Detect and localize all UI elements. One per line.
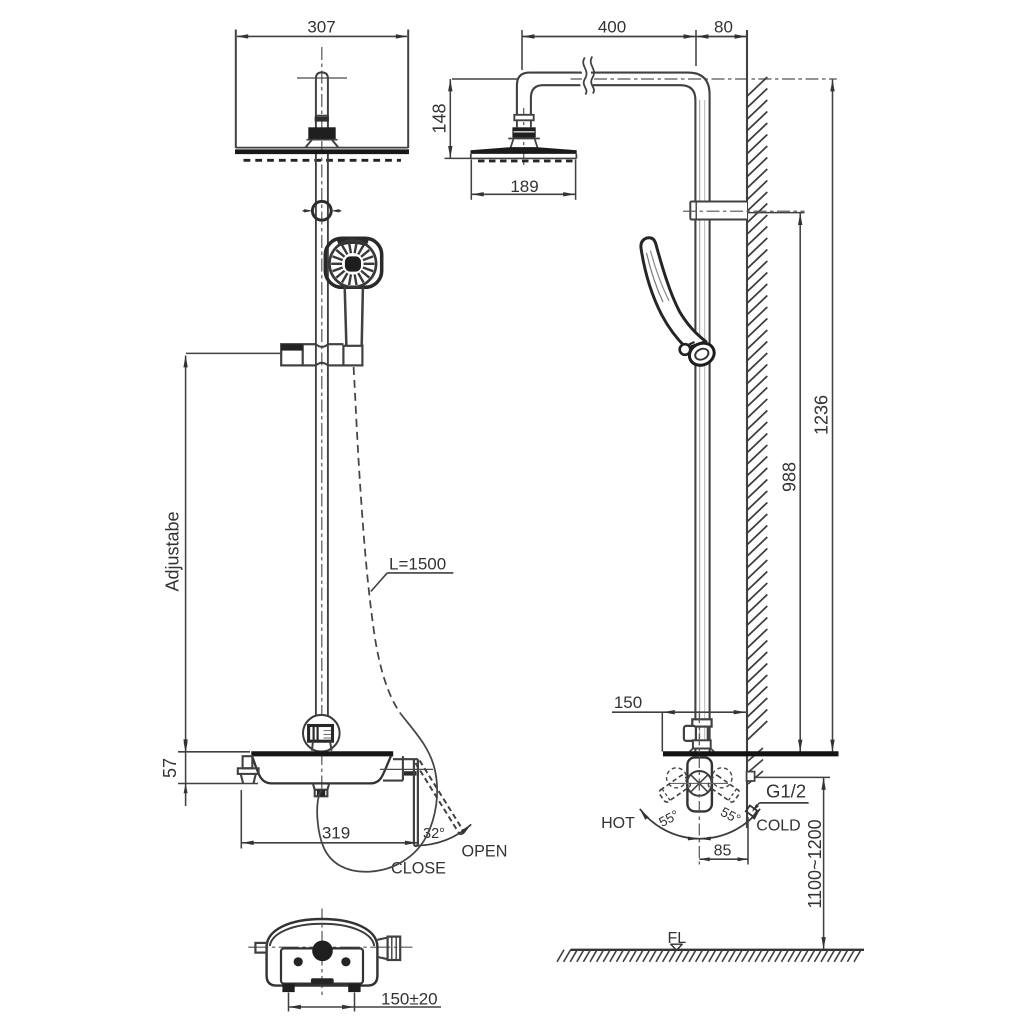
- svg-text:307: 307: [307, 18, 335, 37]
- svg-text:150: 150: [614, 693, 642, 712]
- svg-text:1236: 1236: [812, 395, 832, 435]
- svg-text:CLOSE: CLOSE: [391, 860, 446, 878]
- svg-text:57: 57: [160, 758, 180, 778]
- svg-text:400: 400: [598, 18, 626, 37]
- svg-text:HOT: HOT: [601, 815, 635, 832]
- svg-text:32°: 32°: [423, 826, 445, 842]
- svg-text:80: 80: [714, 18, 733, 37]
- svg-text:319: 319: [322, 824, 350, 843]
- svg-text:Adjustabe: Adjustabe: [163, 511, 183, 591]
- svg-text:1100~1200: 1100~1200: [805, 819, 825, 908]
- svg-text:150±20: 150±20: [381, 990, 438, 1009]
- svg-text:85: 85: [714, 843, 732, 860]
- svg-text:G1/2: G1/2: [766, 781, 806, 802]
- svg-text:148: 148: [430, 103, 450, 133]
- svg-text:FL: FL: [667, 930, 686, 947]
- svg-text:OPEN: OPEN: [462, 843, 508, 861]
- svg-text:189: 189: [510, 177, 538, 196]
- svg-text:988: 988: [780, 462, 800, 492]
- svg-text:L=1500: L=1500: [389, 555, 446, 574]
- svg-text:COLD: COLD: [756, 818, 800, 835]
